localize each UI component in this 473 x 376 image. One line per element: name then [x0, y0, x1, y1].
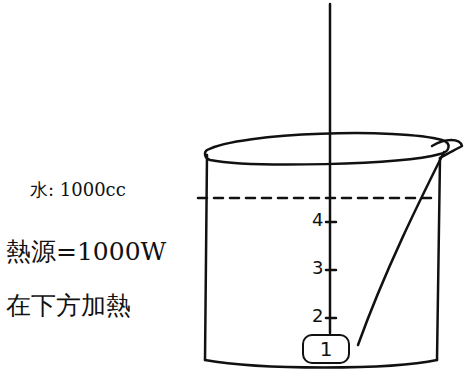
water-level: [198, 197, 436, 200]
heat-source-note: 熱源=1000W: [6, 238, 166, 266]
beaker-spout: [432, 140, 462, 158]
beaker-rim: [205, 133, 449, 164]
sensor-bulb: 1: [302, 334, 350, 364]
heating-position-note: 在下方加熱: [6, 292, 131, 320]
beaker-wall: [437, 158, 440, 360]
callout-number: 1: [320, 339, 333, 359]
stirring-rod: [358, 152, 444, 345]
scale-number: 2: [312, 306, 323, 326]
beaker-wall: [205, 155, 207, 360]
scale-number: 4: [312, 210, 323, 230]
scale-tick: [326, 222, 336, 318]
thermometer-rod: [329, 4, 332, 333]
scale-number: 3: [312, 258, 323, 278]
water-volume-note: 水: 1000cc: [30, 180, 126, 200]
